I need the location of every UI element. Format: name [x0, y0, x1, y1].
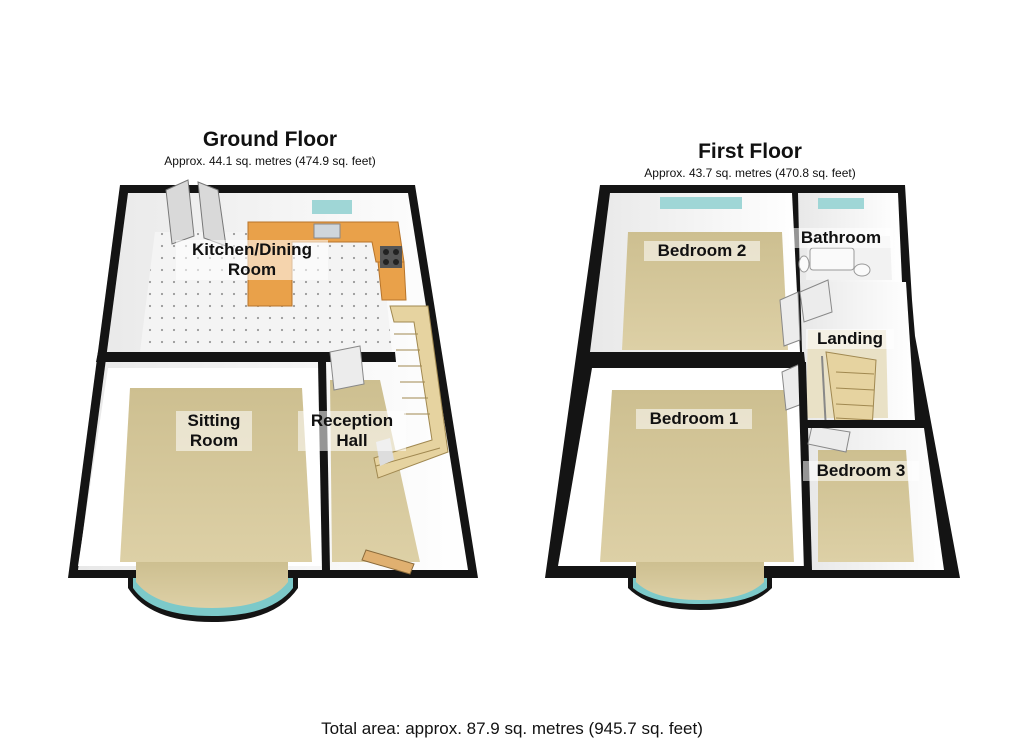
kitchen-dining-room-label: Kitchen/Dining Room: [176, 240, 328, 280]
bedroom2-label: Bedroom 2: [644, 241, 760, 261]
total-area: Total area: approx. 87.9 sq. metres (945…: [321, 719, 703, 738]
kitchen-garden-door-left: [165, 179, 195, 245]
bathroom-label: Bathroom: [789, 228, 893, 248]
ground-floor-area: Approx. 44.1 sq. metres (474.9 sq. feet): [164, 154, 376, 168]
first-floor-title: First Floor: [698, 140, 802, 163]
bathroom-toilet: [853, 263, 871, 277]
bedroom2-door: [779, 291, 801, 347]
reception-hall-label: Reception Hall: [298, 411, 406, 451]
bathroom-basin: [798, 255, 810, 273]
sitting-room-label: Sitting Room: [176, 411, 252, 451]
bedroom1-label: Bedroom 1: [636, 409, 752, 429]
first-floor-area: Approx. 43.7 sq. metres (470.8 sq. feet): [644, 166, 856, 180]
ground-floor-plan: [68, 179, 478, 622]
front-door: [361, 549, 415, 575]
bedroom1-carpet: [600, 390, 794, 562]
kitchen-sink: [313, 223, 341, 239]
kitchen-hob: [380, 246, 402, 268]
bathroom-bath: [809, 247, 855, 271]
bathroom-door: [799, 279, 833, 323]
landing-label: Landing: [806, 329, 894, 349]
sitting-room-carpet: [120, 388, 312, 562]
bedroom3-label: Bedroom 3: [803, 461, 919, 481]
bedroom2-carpet: [622, 232, 788, 350]
sitting-room-door: [329, 345, 365, 391]
ground-floor-title: Ground Floor: [202, 128, 338, 151]
bedroom3-door: [807, 425, 851, 453]
